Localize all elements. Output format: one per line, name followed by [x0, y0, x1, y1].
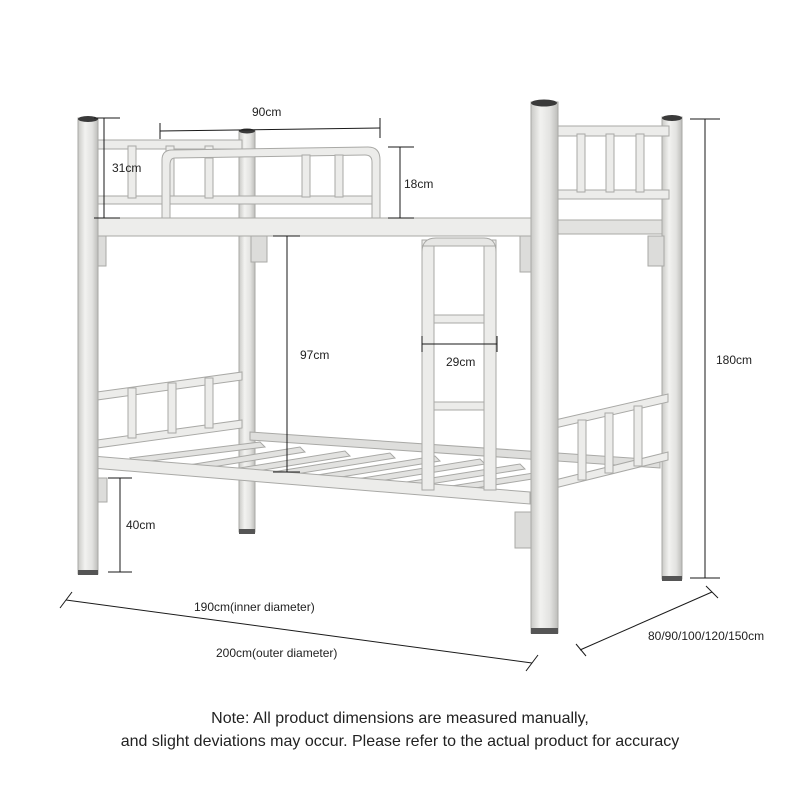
foot-cap-front-left	[78, 570, 98, 575]
lower-left-headboard	[96, 371, 243, 449]
label-ladder-width: 29cm	[446, 355, 475, 369]
label-total-height: 180cm	[716, 353, 752, 367]
note-line-1: Note: All product dimensions are measure…	[211, 710, 589, 727]
upper-bracket-mid	[250, 235, 268, 263]
lower-right-headboard	[554, 393, 669, 489]
dim-line-width	[579, 591, 713, 651]
dimension-lines	[59, 117, 720, 672]
upper-front-rail	[91, 217, 533, 237]
foot-cap-back-left	[239, 529, 255, 534]
foot-cap-front-right	[531, 628, 558, 634]
note-line-2: and slight deviations may occur. Please …	[120, 733, 680, 750]
dim-line-guardrail-length	[159, 127, 381, 132]
upper-guard-rail	[161, 146, 381, 219]
front-right-post	[530, 101, 559, 634]
lower-front-bracket-right	[514, 511, 532, 549]
upper-right-headboard	[554, 125, 670, 200]
upper-back-rail	[547, 219, 663, 235]
post-cap-back-right	[662, 115, 682, 121]
label-leg-clearance: 40cm	[126, 518, 155, 532]
label-guardrail-length: 90cm	[252, 105, 281, 119]
dim-line-outer-length	[65, 599, 533, 664]
label-inner-length: 190cm(inner diameter)	[194, 600, 315, 614]
post-cap-front-left	[78, 116, 98, 122]
label-outer-length: 200cm(outer diameter)	[216, 646, 337, 660]
post-cap-front-right	[531, 99, 557, 107]
bed-frame	[77, 99, 683, 634]
front-left-post	[77, 117, 99, 575]
dimension-labels: 90cm 31cm 18cm 97cm 29cm 180cm 40cm 190c…	[112, 105, 764, 660]
upper-bracket-far	[647, 235, 665, 267]
label-width-options: 80/90/100/120/150cm	[648, 629, 764, 643]
label-guardrail-height: 18cm	[404, 177, 433, 191]
label-bunk-clearance: 97cm	[300, 348, 329, 362]
foot-cap-back-right	[662, 576, 682, 581]
label-headboard-height: 31cm	[112, 161, 141, 175]
back-right-post	[661, 116, 683, 580]
ladder	[421, 237, 497, 491]
